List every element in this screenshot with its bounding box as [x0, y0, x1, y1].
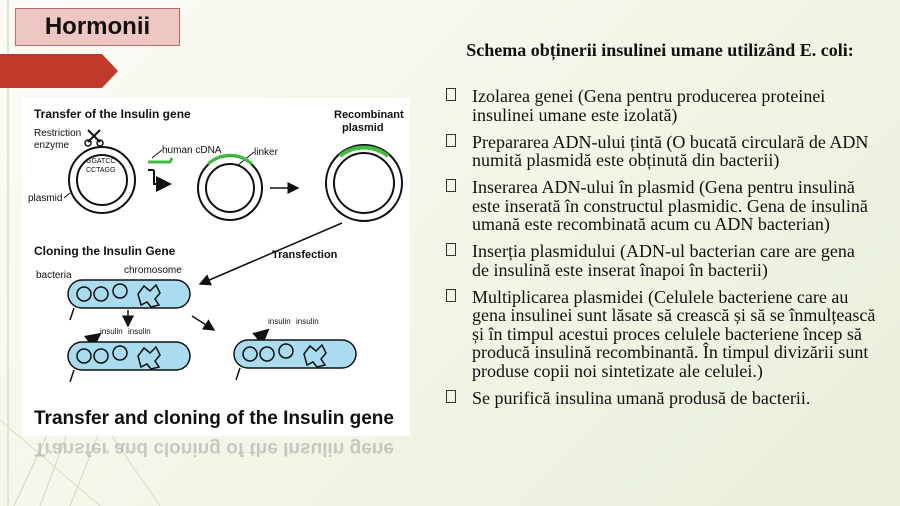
red-arrow-decoration: [0, 54, 118, 88]
insulin-label-2: insulin: [128, 327, 151, 336]
list-item: Multiplicarea plasmidei (Celulele bacter…: [446, 287, 876, 381]
figure-diagram: Transfer of the Insulin gene Restriction…: [28, 107, 404, 429]
insulin-label-4: insulin: [296, 317, 319, 326]
recombinant-plasmid: [325, 144, 403, 222]
recombinant-label-1: Recombinant: [334, 109, 404, 121]
plasmid-circle: [68, 146, 136, 214]
list-item: Se purifică insulina umană produsă de ba…: [446, 388, 876, 408]
bullet-icon: [446, 88, 456, 101]
bullet-icon: [446, 133, 456, 147]
content-heading: Schema obținerii insulinei umane utilizâ…: [466, 40, 854, 60]
recombinant-label-2: plasmid: [342, 122, 384, 134]
restriction-label-1: Restriction: [34, 128, 81, 139]
insulin-cloning-figure: Transfer of the Insulin gene Restriction…: [22, 98, 410, 436]
insulin-label-1: insulin: [100, 327, 123, 336]
bullet-icon: [446, 243, 456, 256]
insulin-label-3: insulin: [268, 317, 291, 326]
bullet-icon: [446, 288, 456, 302]
bullet-icon: [446, 389, 456, 403]
site-bottom: CCTAGG: [86, 167, 115, 174]
transfection-label: Transfection: [272, 249, 338, 261]
figure-caption: Transfer and cloning of the Insulin gene: [34, 408, 394, 429]
bacterium-cell-insulin: [67, 332, 191, 371]
list-item: Inserția plasmidului (ADN-ul bacterian c…: [446, 242, 876, 279]
list-item: Prepararea ADN-ului țintă (O bucată circ…: [446, 132, 876, 170]
human-cdna-label: human cDNA: [162, 145, 222, 156]
bacterium-cell-insulin-2: [233, 328, 357, 369]
caption-reflection-text: Transfer and cloning of the Insulin gene: [34, 438, 394, 459]
slide-title: Hormonii: [15, 8, 180, 46]
plasmid-label: plasmid: [28, 193, 62, 204]
steps-list: Izolarea genei (Gena pentru producerea p…: [446, 87, 876, 416]
chromosome-label: chromosome: [124, 265, 182, 276]
scissors-icon: [84, 129, 104, 147]
caption-reflection: Transfer and cloning of the Insulin gene: [22, 436, 410, 476]
list-item: Izolarea genei (Gena pentru producerea p…: [446, 87, 876, 124]
linker-label: linker: [254, 147, 279, 158]
site-top: GGATCC: [86, 158, 115, 165]
list-item: Inserarea ADN-ului în plasmid (Gena pent…: [446, 178, 876, 234]
plasmid-with-insert: [197, 153, 263, 221]
bacterium-cell: [67, 279, 191, 309]
restriction-label-2: enzyme: [34, 140, 69, 151]
bacteria-label: bacteria: [36, 270, 72, 281]
cloning-title: Cloning the Insulin Gene: [34, 244, 176, 258]
transfer-title: Transfer of the Insulin gene: [34, 107, 191, 121]
bullet-icon: [446, 179, 456, 192]
